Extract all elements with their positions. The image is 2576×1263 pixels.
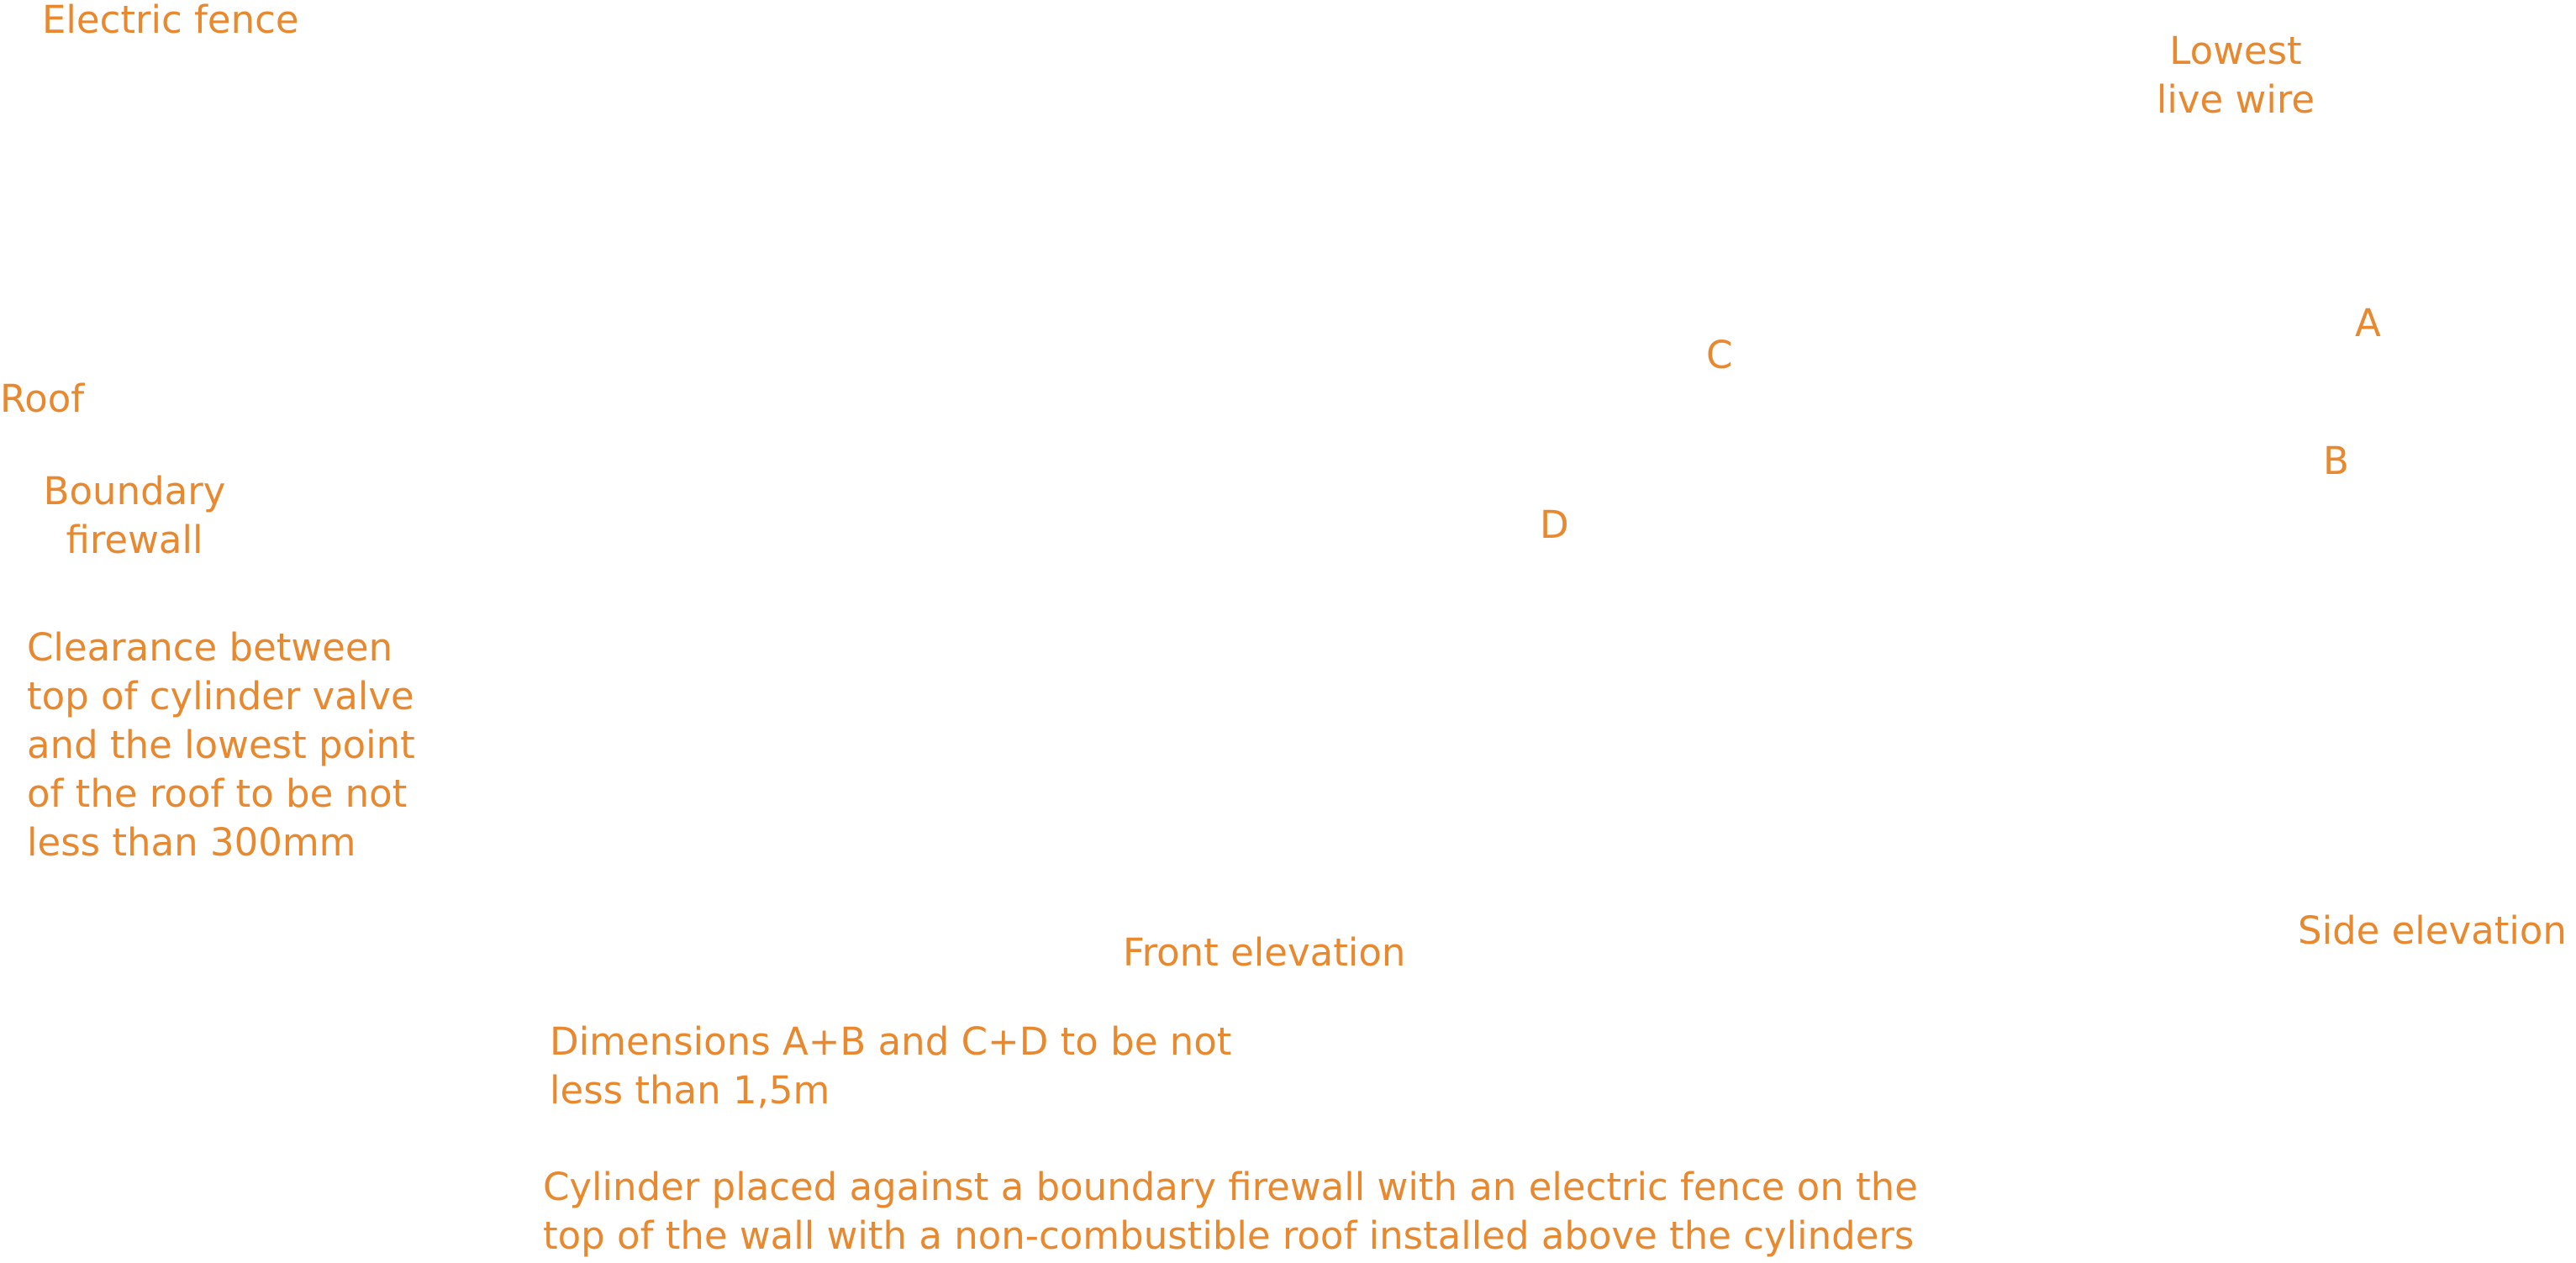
label-electric-fence: Electric fence bbox=[42, 0, 299, 42]
label-clearance-note-line-3: and the lowest point bbox=[27, 723, 415, 767]
diagram-caption-line-2: top of the wall with a non-combustible r… bbox=[543, 1213, 1915, 1258]
label-boundary-firewall: Boundary firewall bbox=[25, 467, 244, 565]
label-clearance-note-line-2: top of cylinder valve bbox=[27, 674, 414, 718]
label-clearance-note-line-1: Clearance between bbox=[27, 625, 393, 670]
label-clearance-note: Clearance between top of cylinder valve … bbox=[27, 624, 415, 867]
label-lowest-live-wire: Lowest live wire bbox=[2135, 27, 2336, 124]
label-dimension-c: C bbox=[1706, 333, 1733, 377]
label-dimension-d: D bbox=[1540, 503, 1569, 547]
label-boundary-firewall-line-2: firewall bbox=[66, 518, 203, 562]
label-lowest-live-wire-line-2: live wire bbox=[2156, 77, 2315, 122]
label-dimension-note-line-2: less than 1,5m bbox=[550, 1068, 830, 1113]
label-dimension-b: B bbox=[2323, 439, 2349, 483]
label-dimension-note: Dimensions A+B and C+D to be not less th… bbox=[550, 1018, 1231, 1115]
label-roof: Roof bbox=[0, 376, 85, 421]
label-front-elevation: Front elevation bbox=[1123, 930, 1406, 975]
label-dimension-note-line-1: Dimensions A+B and C+D to be not bbox=[550, 1019, 1232, 1064]
label-lowest-live-wire-line-1: Lowest bbox=[2169, 29, 2302, 73]
label-side-elevation: Side elevation bbox=[2298, 908, 2567, 953]
label-dimension-a: A bbox=[2355, 301, 2381, 345]
diagram-caption-line-1: Cylinder placed against a boundary firew… bbox=[543, 1165, 1918, 1209]
diagram-caption: Cylinder placed against a boundary firew… bbox=[543, 1163, 1918, 1260]
label-clearance-note-line-5: less than 300mm bbox=[27, 820, 356, 865]
label-clearance-note-line-4: of the roof to be not bbox=[27, 771, 408, 816]
label-boundary-firewall-line-1: Boundary bbox=[43, 469, 226, 513]
